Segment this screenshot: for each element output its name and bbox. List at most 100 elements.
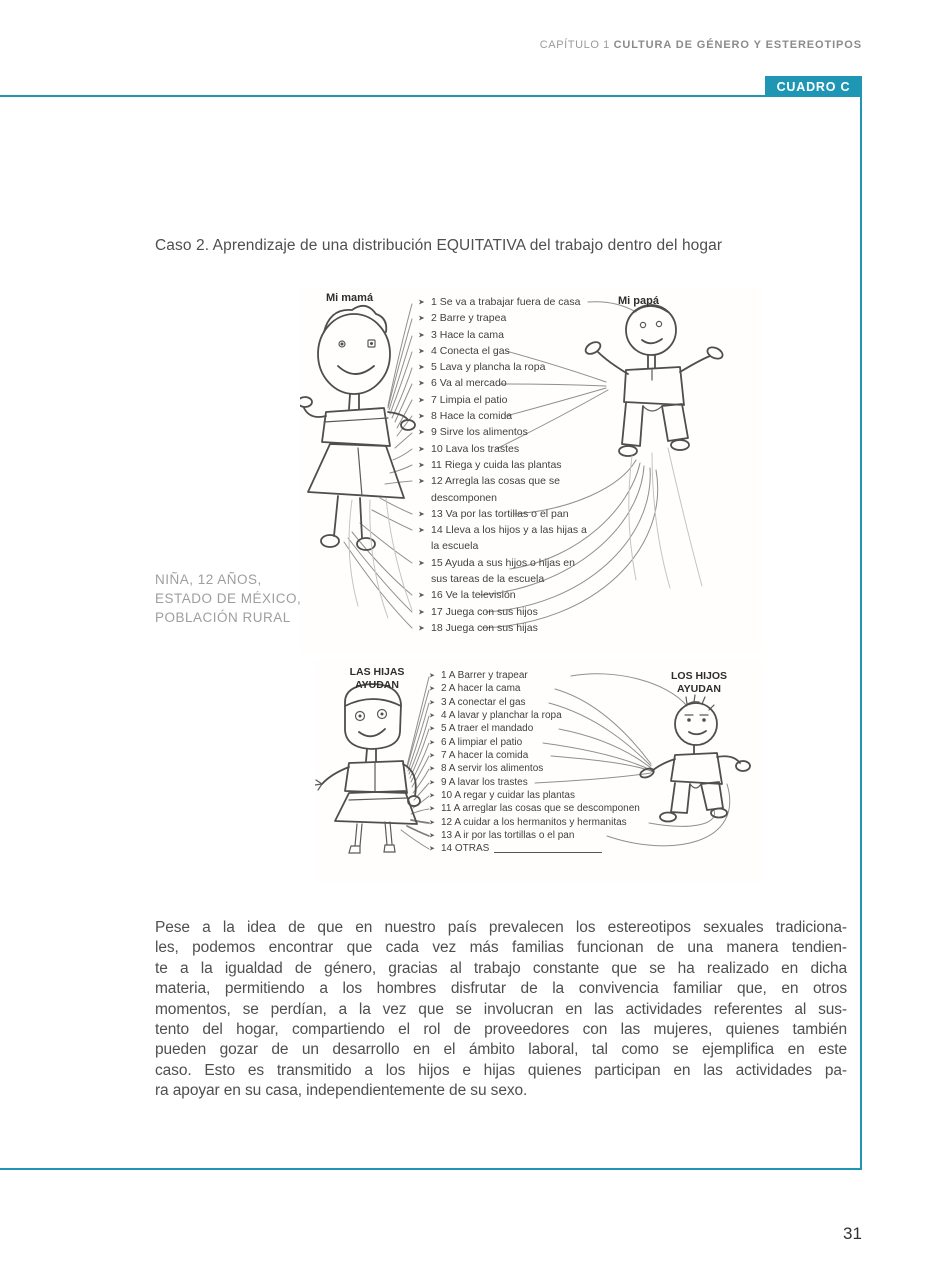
- boy-figure: [639, 694, 751, 823]
- arrow-bullet-icon: ➤: [429, 712, 435, 720]
- source-note-line: POBLACIÓN RURAL: [155, 610, 291, 625]
- arrow-bullet-icon: ➤: [418, 509, 425, 519]
- hijas-label: LAS HIJAS AYUDAN: [349, 666, 405, 691]
- boy-task-lines: [534, 673, 731, 847]
- arrow-bullet-icon: ➤: [418, 411, 425, 421]
- mama-figure: [300, 304, 416, 619]
- arrow-bullet-icon: ➤: [429, 752, 435, 760]
- task-item: ➤11 Riega y cuida las plantas: [418, 457, 587, 473]
- papa-figure: [584, 304, 724, 589]
- arrow-bullet-icon: ➤: [418, 378, 425, 388]
- arrow-bullet-icon: ➤: [429, 845, 435, 853]
- source-note-line: NIÑA, 12 AÑOS,: [155, 572, 262, 587]
- task-item: ➤3 A conectar el gas: [429, 696, 526, 708]
- task-item: ➤8 Hace la comida: [418, 408, 587, 424]
- papa-task-lines: [479, 301, 659, 629]
- task-item: ➤1 Se va a trabajar fuera de casa: [418, 294, 587, 310]
- chapter-number: CAPÍTULO 1: [539, 39, 614, 51]
- drawing-parents: Mi mamá Mi papá ➤1 Se va a trabajar fuer…: [300, 288, 762, 654]
- arrow-bullet-icon: ➤: [429, 805, 435, 813]
- task-item: ➤4 Conecta el gas: [418, 343, 587, 359]
- task-item: ➤2 A hacer la cama: [429, 683, 521, 695]
- arrow-bullet-icon: ➤: [418, 525, 425, 535]
- task-item: ➤12 A cuidar a los hermanitos y hermanit…: [429, 816, 627, 828]
- blank-line: [494, 852, 603, 854]
- drawing-children-svg: [315, 673, 751, 854]
- arrow-bullet-icon: ➤: [418, 395, 425, 405]
- source-note: NIÑA, 12 AÑOS, ESTADO DE MÉXICO, POBLACI…: [155, 570, 301, 627]
- task-item: ➤2 Barre y trapea: [418, 310, 587, 326]
- task-item: ➤8 A servir los alimentos: [429, 763, 544, 775]
- papa-label: Mi papá: [618, 295, 659, 307]
- case-title: Caso 2. Aprendizaje de una distribución …: [155, 237, 723, 254]
- body-paragraph: Pese a la idea de que en nuestro país pr…: [155, 918, 847, 1102]
- paragraph-line: materia, permitiendo a los hombres disfr…: [155, 980, 847, 998]
- task-item: ➤10 A regar y cuidar las plantas: [429, 790, 575, 802]
- task-item: ➤6 A limpiar el patio: [429, 736, 523, 748]
- task-item: ➤17 Juega con sus hijos: [418, 604, 587, 620]
- task-item: ➤14 Lleva a los hijos y a las hijas a la…: [418, 524, 587, 553]
- task-item: ➤13 A ir por las tortillas o el pan: [429, 830, 575, 842]
- arrow-bullet-icon: ➤: [418, 330, 425, 340]
- hijos-label: LOS HIJOS AYUDAN: [670, 670, 727, 695]
- arrow-bullet-icon: ➤: [429, 792, 435, 800]
- task-item: ➤6 Va al mercado: [418, 375, 587, 391]
- arrow-bullet-icon: ➤: [418, 476, 425, 486]
- paragraph-line: pueden gozar de un desarrollo en el ámbi…: [155, 1041, 847, 1059]
- task-item: ➤9 A lavar los trastes: [429, 776, 528, 788]
- arrow-bullet-icon: ➤: [418, 623, 425, 633]
- chapter-title: CULTURA DE GÉNERO Y ESTEREOTIPOS: [613, 39, 862, 51]
- task-item: ➤14 OTRAS: [429, 842, 640, 855]
- paragraph-line: tento del hogar, compartiendo el rol de …: [155, 1021, 847, 1039]
- task-item: ➤5 A traer el mandado: [429, 723, 534, 735]
- arrow-bullet-icon: ➤: [418, 460, 425, 470]
- girl-figure: [315, 683, 421, 854]
- arrow-bullet-icon: ➤: [429, 685, 435, 693]
- source-note-line: ESTADO DE MÉXICO,: [155, 591, 302, 606]
- paragraph-line: te a la igualdad de género, gracias al t…: [155, 959, 847, 977]
- paragraph-line: les, podemos encontrar que cada vez más …: [155, 939, 847, 957]
- chapter-header: CAPÍTULO 1 CULTURA DE GÉNERO Y ESTEREOTI…: [540, 39, 862, 51]
- task-item: ➤7 Limpia el patio: [418, 392, 587, 408]
- arrow-bullet-icon: ➤: [418, 346, 425, 356]
- page-number: 31: [843, 1224, 862, 1243]
- arrow-bullet-icon: ➤: [429, 819, 435, 827]
- task-item: ➤5 Lava y plancha la ropa: [418, 359, 587, 375]
- arrow-bullet-icon: ➤: [429, 739, 435, 747]
- arrow-bullet-icon: ➤: [418, 427, 425, 437]
- task-item: ➤15 Ayuda a sus hijos o hijas en sus tar…: [418, 556, 575, 586]
- task-item: ➤18 Juega con sus hijas: [418, 620, 587, 636]
- task-item: ➤13 Va por las tortillas o el pan: [418, 506, 587, 522]
- cuadro-tab-label: CUADRO C: [776, 79, 851, 94]
- arrow-bullet-icon: ➤: [418, 297, 425, 307]
- task-item: ➤9 Sirve los alimentos: [418, 424, 587, 440]
- right-rule: [860, 97, 862, 1169]
- task-item: ➤16 Ve la televisión: [418, 587, 587, 603]
- arrow-bullet-icon: ➤: [429, 725, 435, 733]
- task-item: ➤4 A lavar y planchar la ropa: [429, 710, 562, 722]
- arrow-bullet-icon: ➤: [418, 444, 425, 454]
- arrow-bullet-icon: ➤: [429, 699, 435, 707]
- arrow-bullet-icon: ➤: [418, 590, 425, 600]
- paragraph-line: caso. Esto es transmitido a los hijos e …: [155, 1061, 847, 1079]
- task-item: ➤11 A arreglar las cosas que se descompo…: [429, 803, 640, 815]
- top-rule: [0, 95, 765, 97]
- cuadro-tab: CUADRO C: [765, 76, 862, 97]
- arrow-bullet-icon: ➤: [429, 779, 435, 787]
- arrow-bullet-icon: ➤: [418, 313, 425, 323]
- task-item: ➤12 Arregla las cosas que se descomponen: [418, 475, 560, 504]
- paragraph-line: Pese a la idea de que en nuestro país pr…: [155, 919, 847, 936]
- paragraph-line: momentos, se perdían, a la vez que se in…: [155, 1000, 847, 1018]
- parents-task-list: ➤1 Se va a trabajar fuera de casa ➤2 Bar…: [418, 294, 587, 636]
- task-item: ➤10 Lava los trastes: [418, 441, 587, 457]
- drawing-parents-svg: [300, 301, 724, 629]
- arrow-bullet-icon: ➤: [418, 558, 425, 568]
- arrow-bullet-icon: ➤: [429, 672, 435, 680]
- children-task-list: ➤1 A Barrer y trapear ➤2 A hacer la cama…: [429, 669, 640, 856]
- arrow-bullet-icon: ➤: [418, 607, 425, 617]
- arrow-bullet-icon: ➤: [429, 832, 435, 840]
- arrow-bullet-icon: ➤: [429, 765, 435, 773]
- task-item: ➤3 Hace la cama: [418, 327, 587, 343]
- task-item: ➤1 A Barrer y trapear: [429, 670, 528, 681]
